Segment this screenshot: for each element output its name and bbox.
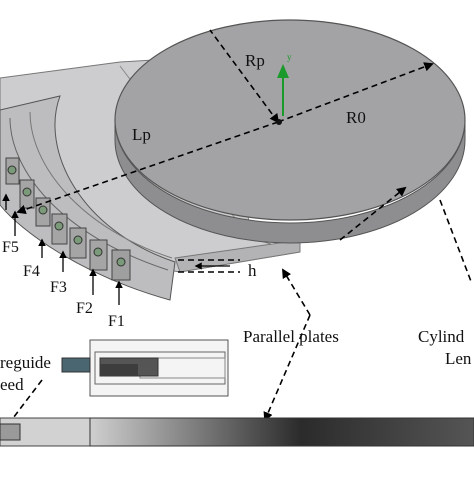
label-f4: F4 [23, 263, 40, 280]
feed-port [93, 247, 103, 257]
side-view-feed-block [0, 423, 21, 441]
label-f5: F5 [2, 239, 19, 256]
label-waveguide-line2: eed [0, 375, 24, 394]
lp-dimension-line [16, 121, 279, 215]
feed-port [22, 187, 32, 197]
coordinate-axis [276, 64, 289, 125]
plates-leader-line-up [282, 268, 311, 316]
label-rp: Rp [245, 51, 265, 70]
label-f3: F3 [50, 279, 67, 296]
dimension-lines [16, 29, 473, 422]
feed-port [38, 205, 48, 215]
feed-port [116, 257, 126, 267]
lens-leader-line [339, 186, 407, 241]
label-r0: R0 [346, 108, 366, 127]
feed-pointers [2, 193, 123, 305]
label-cylinder-line1: Cylind [418, 327, 465, 346]
feed-array-inner-curve-2 [29, 111, 173, 259]
label-waveguide-line1: reguide [0, 353, 51, 372]
inset-probe-tip [100, 364, 138, 376]
feed-array [0, 95, 176, 301]
feed-port [7, 165, 17, 175]
label-h: h [248, 261, 257, 280]
lens-side-wall [114, 119, 466, 244]
label-y-axis: y [287, 52, 292, 62]
feed-port [73, 235, 83, 245]
side-view-bar [89, 417, 474, 447]
feed-port [54, 221, 64, 231]
y-axis-arrowhead-icon [277, 64, 289, 78]
label-parallel-plates: Parallel plates [243, 327, 339, 346]
r0-dimension-line [277, 62, 434, 123]
feed-array-body [0, 95, 176, 301]
plates-side-view [0, 417, 474, 447]
origin-marker [276, 119, 282, 125]
label-lp: Lp [132, 125, 151, 144]
cylindrical-lens [114, 19, 466, 244]
plates-leader-line [263, 314, 311, 422]
waveguide-port [61, 357, 91, 373]
parallel-plate-front-edge [174, 239, 301, 273]
lens-top-face [114, 19, 466, 221]
label-f2: F2 [76, 300, 93, 317]
rp-dimension-line [209, 29, 280, 124]
label-f1: F1 [108, 313, 125, 330]
label-cylinder-line2: Len [445, 349, 472, 368]
lens-leader-line-2 [439, 199, 473, 285]
waveguide-inset [61, 339, 229, 397]
